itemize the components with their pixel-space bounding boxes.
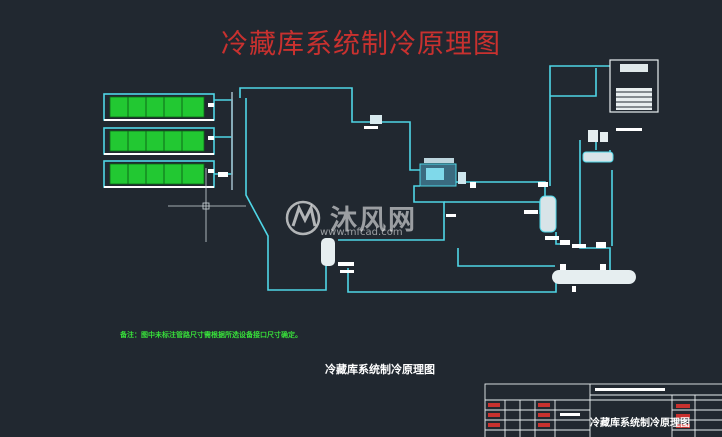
- condenser-icon: [609, 59, 659, 131]
- suction-line-to-compressor: [380, 121, 420, 171]
- lower-liquid-line: [457, 248, 555, 267]
- liquid-main: [347, 268, 557, 293]
- watermark-logo: [285, 200, 321, 236]
- evaporator-fans-icon: [104, 119, 214, 188]
- title-block: [484, 383, 722, 437]
- accumulator-icon: [321, 238, 354, 273]
- discharge-line: [338, 185, 445, 241]
- compressor-icon: [419, 158, 466, 187]
- condenser-inlet: [550, 68, 597, 97]
- receiver-line: [579, 140, 611, 272]
- title-block-name: 冷藏库系统制冷原理图: [590, 418, 690, 429]
- evaporator-coils: [109, 96, 205, 185]
- drawing-note: 备注：图中未标注管路尺寸需根据所选设备接口尺寸确定。: [120, 331, 302, 339]
- title-block-marks: [488, 403, 690, 428]
- watermark-url: www.mfcad.com: [320, 227, 403, 238]
- crosshair-icon: [168, 168, 246, 242]
- heat-exchanger-icon: [582, 151, 614, 163]
- pressure-valve-icon: [588, 130, 608, 142]
- watermark-brand: 沐风网: [330, 205, 417, 236]
- valve-icon: [364, 115, 382, 129]
- drawing-title: 冷藏库系统制冷原理图: [221, 29, 501, 60]
- oil-separator-icon: [524, 195, 559, 240]
- mf-logo-icon: [285, 200, 321, 236]
- compressor-to-separator: [456, 181, 546, 196]
- liquid-receiver-icon: [552, 264, 636, 292]
- drawing-caption: 冷藏库系统制冷原理图: [325, 363, 435, 376]
- suction-line-top: [239, 87, 372, 123]
- liquid-return-loop: [245, 98, 327, 291]
- hot-gas-riser: [549, 65, 610, 186]
